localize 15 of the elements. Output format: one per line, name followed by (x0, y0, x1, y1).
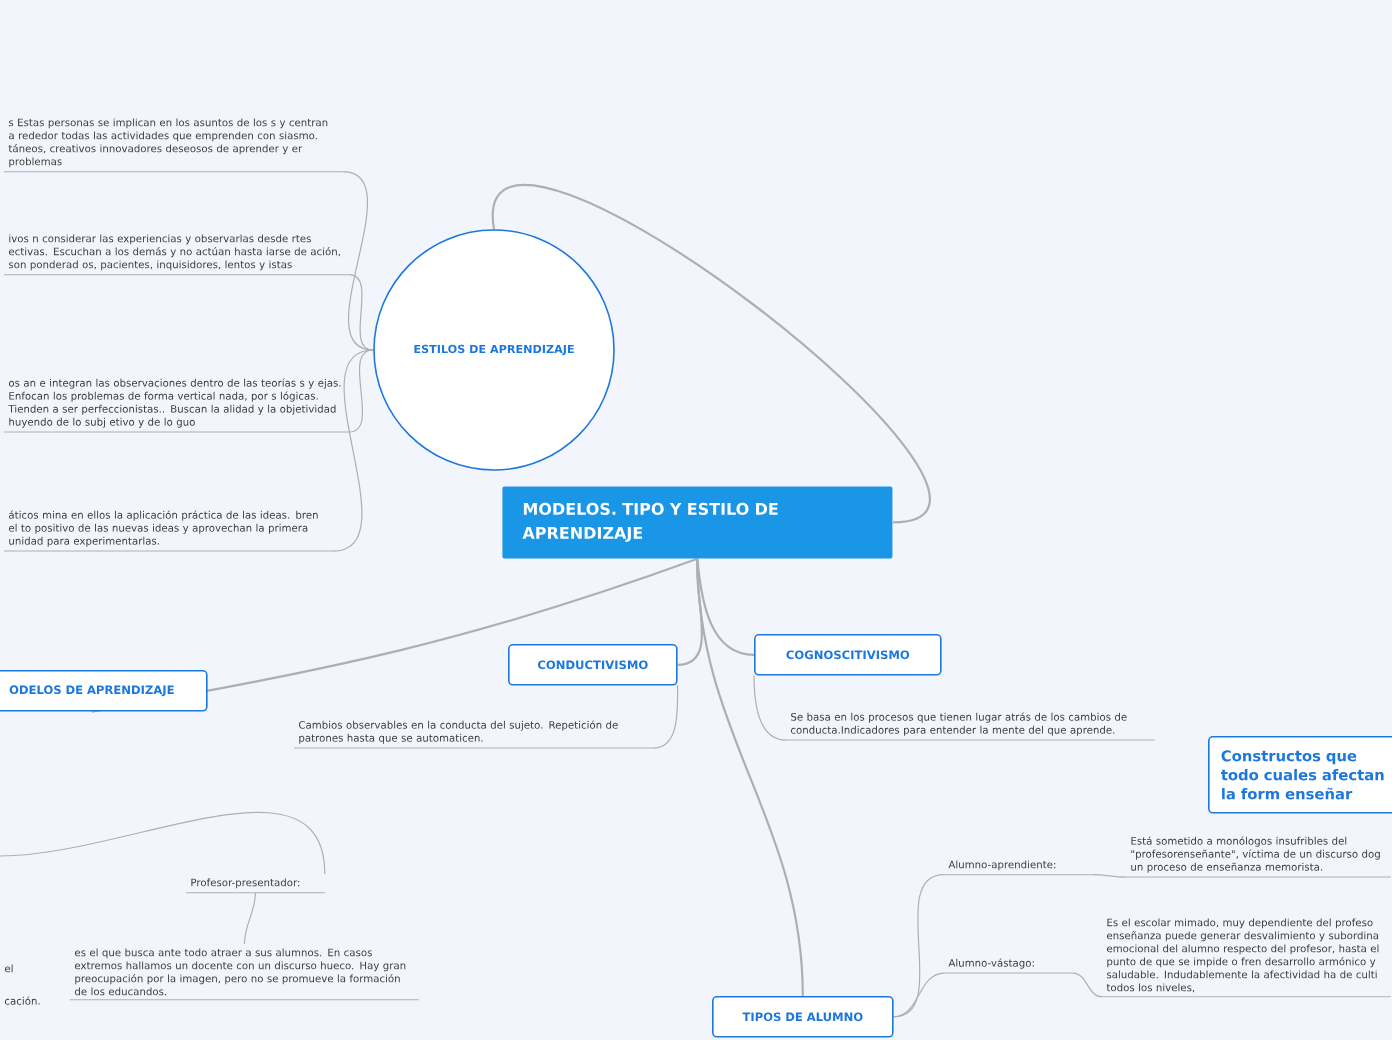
title-box: MODELOS. TIPO Y ESTILO DE APRENDIZAJE (502, 486, 893, 559)
connector-line (348, 349, 374, 433)
connector-line (243, 892, 256, 945)
connector-line (0, 812, 326, 875)
connector-line (753, 675, 787, 741)
connector-line (652, 685, 679, 749)
connector-line (348, 274, 374, 351)
connector-line (492, 184, 929, 524)
connector-line (332, 349, 374, 552)
connector-line (893, 874, 945, 1018)
connector-line (893, 972, 945, 1018)
connector-line (342, 171, 374, 351)
connector-line (1072, 972, 1103, 998)
connector-line (1092, 874, 1127, 878)
connector-line (696, 558, 804, 997)
